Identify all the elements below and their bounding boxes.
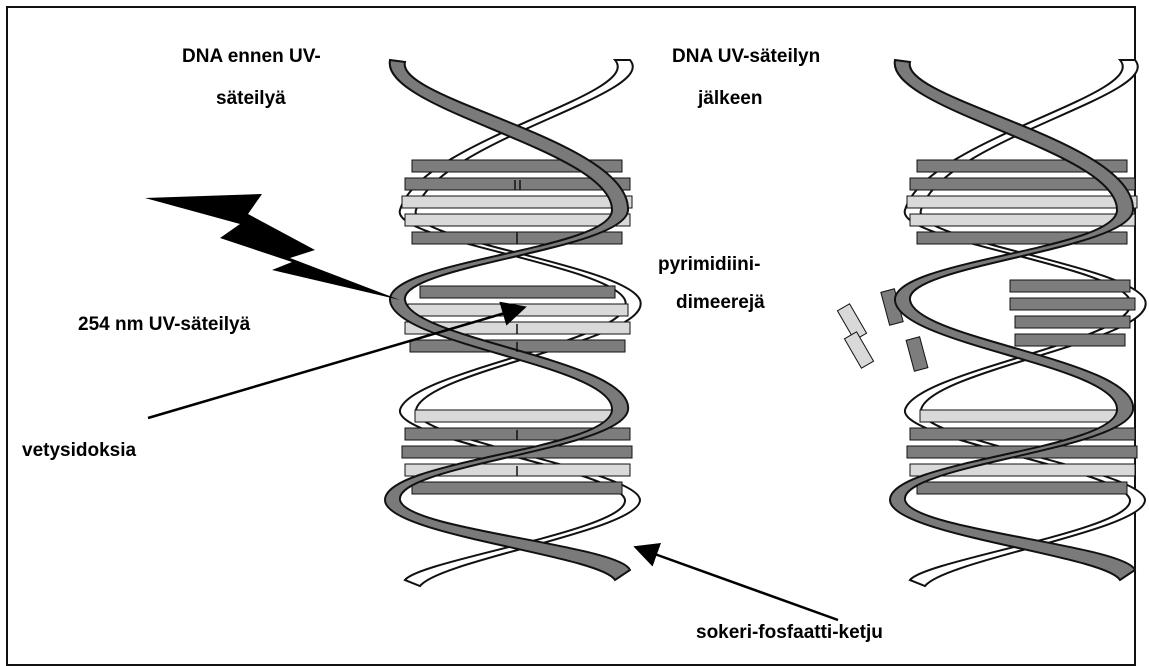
- label-after-line2: jälkeen: [697, 88, 762, 109]
- pyrimidine-dimer: [837, 289, 927, 371]
- uv-lightning-bolt: [145, 194, 400, 300]
- label-after-line1: DNA UV-säteilyn: [672, 46, 820, 67]
- helix-after: [837, 60, 1145, 586]
- label-before-line1: DNA ennen UV-: [182, 46, 321, 67]
- label-dimer-line2: dimeerejä: [676, 292, 765, 313]
- label-uv-radiation: 254 nm UV-säteilyä: [78, 314, 251, 335]
- backbone-pointer-arrow: [638, 548, 838, 620]
- helix-before: [385, 60, 641, 586]
- label-backbone: sokeri-fosfaatti-ketju: [696, 622, 883, 643]
- dna-uv-diagram: DNA ennen UV- säteilyä DNA UV-säteilyn j…: [0, 0, 1149, 651]
- label-hydrogen-bonds: vetysidoksia: [22, 440, 136, 461]
- label-before-line2: säteilyä: [216, 88, 286, 109]
- label-dimer-line1: pyrimidiini-: [658, 254, 760, 275]
- broken-base-pairs: [1010, 280, 1135, 346]
